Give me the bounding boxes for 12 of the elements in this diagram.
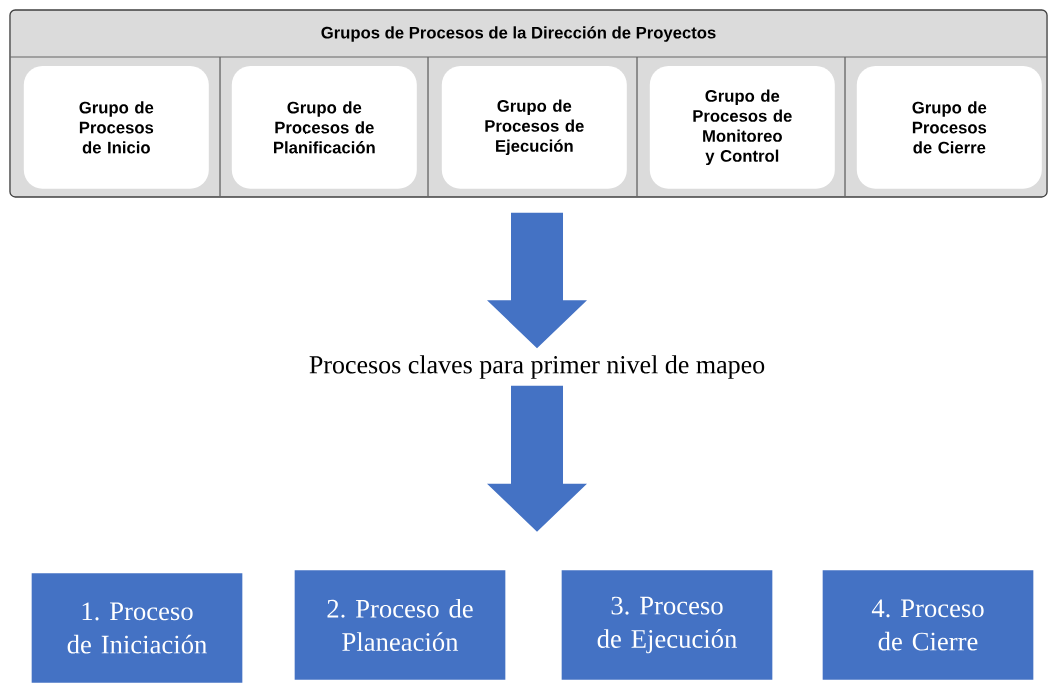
block-arrow <box>487 212 587 349</box>
process-box: 2. Proceso de Planeación <box>294 570 506 680</box>
heading-text: Procesos claves para primer nivel de mapeo <box>309 355 765 379</box>
process-group-box: Grupo de Procesos de Inicio <box>23 66 209 189</box>
process-box: 3. Proceso de Ejecución <box>561 570 773 680</box>
block-arrow <box>487 385 587 532</box>
process-box: 1. Proceso de Iniciación <box>31 573 243 683</box>
process-box: 4. Proceso de Cierre <box>822 570 1034 680</box>
process-group-box: Grupo de Procesos de Cierre <box>856 66 1042 189</box>
process-group-box: Grupo de Procesos de Planificación <box>231 66 417 189</box>
process-group-box: Grupo de Procesos de Monitoreo y Control <box>649 66 835 189</box>
process-group-box: Grupo de Procesos de Ejecución <box>441 66 627 189</box>
